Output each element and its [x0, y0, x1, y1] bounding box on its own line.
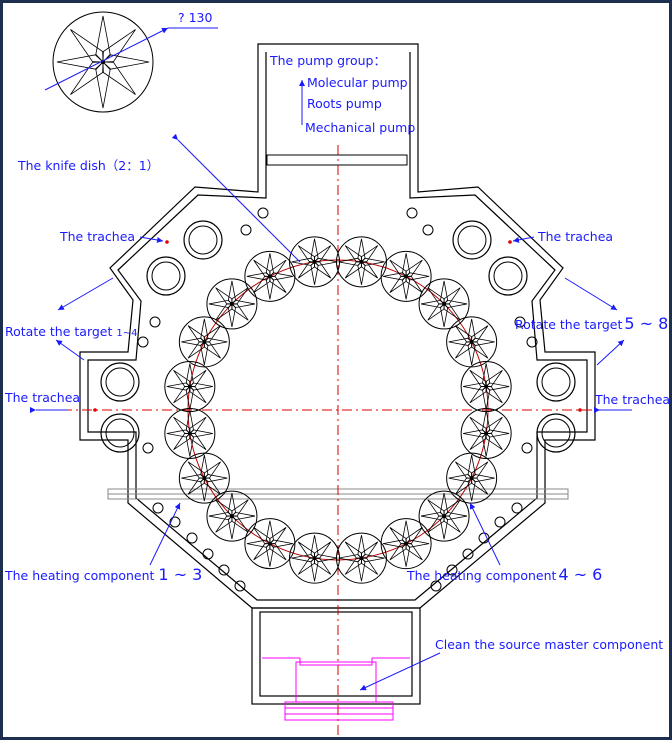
knife-dish	[244, 250, 296, 302]
trachea-label-top-left: The trachea	[59, 229, 135, 244]
source-master-shape	[262, 657, 410, 721]
trachea-label-middle-right: The trachea	[594, 392, 670, 407]
molecular-pump-label: Molecular pump	[307, 75, 408, 90]
knife-dish	[335, 236, 387, 288]
small-hole	[202, 548, 214, 560]
port-holes	[100, 220, 576, 453]
port-hole	[100, 413, 140, 453]
port-hole	[452, 220, 492, 260]
knife-dish	[418, 278, 470, 330]
trachea-points	[93, 240, 582, 412]
small-hole	[494, 516, 506, 528]
dimension-label: ? 130	[178, 10, 213, 25]
small-hole	[526, 336, 538, 348]
small-hole	[521, 442, 533, 454]
knife-dish	[446, 316, 498, 368]
roots-pump-label: Roots pump	[307, 96, 382, 111]
small-hole	[240, 224, 252, 236]
trachea-label-top-right: The trachea	[537, 229, 613, 244]
knife-dish-ring	[164, 236, 512, 584]
knife-dish	[460, 407, 512, 459]
knife-dish	[446, 452, 498, 504]
knife-dish	[289, 236, 341, 288]
port-hole	[146, 256, 186, 296]
small-hole	[514, 316, 526, 328]
knife-dish	[164, 407, 216, 459]
knife-dish	[460, 361, 512, 413]
knife-dish	[178, 452, 230, 504]
centerlines	[62, 145, 612, 735]
small-hole	[446, 564, 458, 576]
knife-dish	[178, 316, 230, 368]
small-hole	[234, 580, 246, 592]
pump-inlet-plate	[266, 154, 408, 166]
knife-dish	[206, 490, 258, 542]
small-hole	[478, 532, 490, 544]
knife-dish-large	[52, 11, 154, 113]
annotation-leaders	[30, 27, 632, 691]
knife-dish	[244, 518, 296, 570]
knife-dish	[289, 532, 341, 584]
pump-group-label: The pump group：	[269, 53, 386, 68]
port-hole	[536, 413, 576, 453]
knife-dish	[380, 518, 432, 570]
knife-dish	[164, 361, 216, 413]
trachea-label-middle-left: The trachea	[4, 390, 80, 405]
small-hole	[422, 224, 434, 236]
knife-dish	[418, 490, 470, 542]
small-hole	[462, 548, 474, 560]
small-hole	[137, 336, 149, 348]
knife-dish	[335, 532, 387, 584]
knife-dish	[380, 250, 432, 302]
small-hole	[511, 502, 523, 514]
annotation-texts: ? 130 The pump group： Molecular pump Roo…	[4, 10, 670, 652]
port-hole	[100, 362, 140, 402]
small-hole	[169, 516, 181, 528]
target-circle-path	[187, 259, 489, 561]
small-hole	[406, 207, 418, 219]
knife-dish-label: The knife dish（2：1）	[17, 158, 159, 173]
source-component	[251, 607, 421, 705]
port-hole	[536, 362, 576, 402]
small-hole	[149, 316, 161, 328]
small-hole	[186, 532, 198, 544]
clean-source-label: Clean the source master component	[435, 637, 663, 652]
port-hole	[183, 220, 223, 260]
small-hole	[218, 564, 230, 576]
small-hole	[257, 207, 269, 219]
small-hole	[152, 502, 164, 514]
mechanical-pump-label: Mechanical pump	[305, 120, 415, 135]
small-hole	[430, 580, 442, 592]
port-hole	[488, 256, 528, 296]
knife-dish	[206, 278, 258, 330]
small-hole	[142, 442, 154, 454]
knife-dish-detail	[52, 11, 154, 113]
heating-holes	[137, 207, 538, 592]
